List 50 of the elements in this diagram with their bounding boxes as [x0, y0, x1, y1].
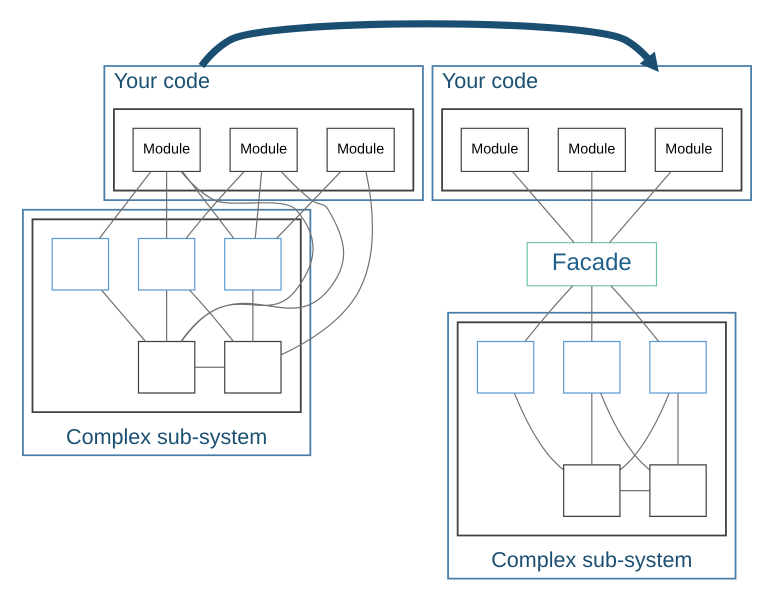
node-box	[563, 340, 621, 394]
node-box	[476, 340, 534, 394]
node-box	[224, 238, 282, 291]
connector	[609, 171, 672, 244]
node-box: Module	[558, 128, 626, 172]
connector	[620, 490, 650, 492]
node-box	[138, 340, 196, 394]
arrow	[198, 20, 659, 72]
cluster	[113, 108, 414, 192]
node-box: Module	[654, 128, 723, 172]
node-box	[563, 464, 621, 517]
connector	[252, 290, 254, 342]
node-box: Facade	[526, 242, 658, 286]
connector	[98, 171, 152, 239]
connector	[591, 286, 592, 342]
node-box: Module	[326, 128, 395, 172]
node-box	[649, 340, 707, 394]
connector	[610, 286, 660, 342]
cluster: Complex sub-system	[22, 208, 312, 456]
connector	[514, 393, 564, 470]
connector	[180, 171, 344, 342]
connector	[189, 290, 234, 342]
connector	[276, 171, 342, 239]
connector	[591, 394, 592, 465]
node-box: Module	[230, 128, 298, 172]
connector	[186, 172, 244, 239]
connector	[194, 366, 224, 368]
node-box	[138, 238, 196, 291]
connector	[512, 171, 575, 244]
connector	[600, 393, 650, 470]
node-box	[224, 340, 282, 394]
connector	[620, 393, 670, 470]
node-box: Module	[132, 128, 201, 172]
connector	[524, 286, 574, 342]
connector	[101, 290, 146, 342]
connector	[166, 290, 168, 342]
connector	[182, 171, 234, 239]
connector	[281, 172, 374, 356]
cluster: Complex sub-system	[447, 312, 736, 580]
connector	[166, 172, 168, 238]
connector	[591, 172, 592, 243]
cluster	[441, 108, 742, 192]
connector	[677, 394, 679, 465]
connector	[254, 172, 262, 238]
node-box	[649, 464, 707, 517]
node-box	[52, 238, 110, 291]
cluster	[456, 321, 727, 536]
cluster	[32, 218, 302, 414]
connector	[180, 171, 314, 342]
node-box: Module	[460, 128, 529, 172]
